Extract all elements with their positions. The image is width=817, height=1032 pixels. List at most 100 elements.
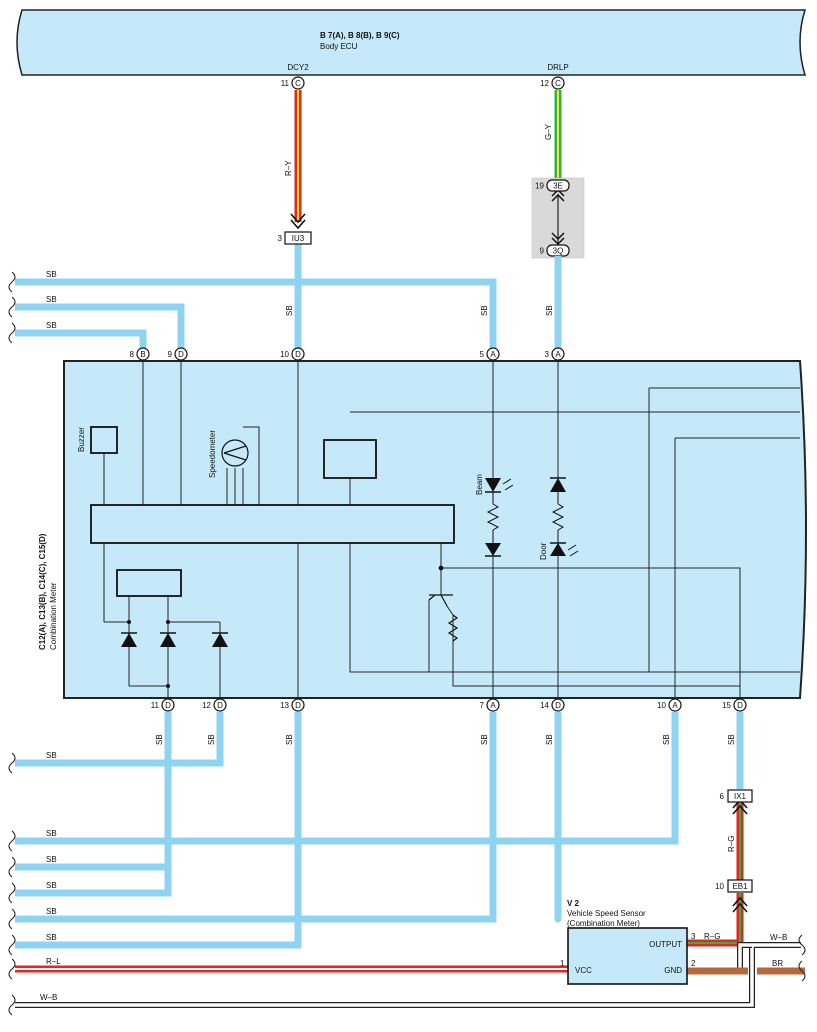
diode-icon xyxy=(212,633,228,647)
wire-label-rg: R–G xyxy=(704,932,720,941)
svg-text:SB: SB xyxy=(285,734,294,745)
svg-text:SB: SB xyxy=(46,907,57,916)
pin-marker: C 12 xyxy=(540,76,565,90)
svg-text:SB: SB xyxy=(46,829,57,838)
pin-marker: D 11 xyxy=(151,698,175,712)
junction-iu3: IU3 3 xyxy=(278,231,312,245)
svg-text:6: 6 xyxy=(720,792,725,801)
connector-3e-3q: 3E 19 3Q 9 xyxy=(531,177,585,259)
body-ecu-name: Body ECU xyxy=(320,42,358,51)
sensor-pin-vcc: 1 xyxy=(560,959,565,968)
svg-text:C: C xyxy=(555,79,561,88)
pin-marker: B 8 xyxy=(130,347,150,361)
beam-label: Beam xyxy=(475,474,484,495)
svg-text:D: D xyxy=(295,701,301,710)
pin-marker: A 7 xyxy=(480,698,500,712)
door-label: Door xyxy=(539,542,548,560)
svg-text:SB: SB xyxy=(207,734,216,745)
svg-text:7: 7 xyxy=(480,701,485,710)
meter-name: Combination Meter xyxy=(49,582,58,650)
svg-text:A: A xyxy=(490,350,496,359)
meter-module-box xyxy=(323,439,377,479)
wire-wb: W–B W–B xyxy=(15,933,801,1008)
svg-text:3: 3 xyxy=(545,350,550,359)
speedometer-label: Speedometer xyxy=(208,430,217,478)
svg-text:A: A xyxy=(490,701,496,710)
svg-text:10: 10 xyxy=(715,882,724,891)
door-led-icon xyxy=(550,477,579,557)
svg-text:SB: SB xyxy=(155,734,164,745)
wire-gy: G–Y xyxy=(544,90,562,180)
top-sb-labels: SB SB SB SB SB SB xyxy=(46,270,554,330)
ecu-signal-drlp: DRLP xyxy=(547,63,568,72)
svg-text:D: D xyxy=(178,350,184,359)
wire-ry: R–Y xyxy=(284,90,306,230)
svg-text:SB: SB xyxy=(46,855,57,864)
sensor-box xyxy=(567,927,688,985)
svg-text:3Q: 3Q xyxy=(553,247,564,256)
svg-text:SB: SB xyxy=(480,305,489,316)
svg-text:IX1: IX1 xyxy=(734,792,747,801)
wire-label-wb-bottom: W–B xyxy=(40,993,57,1002)
svg-text:12: 12 xyxy=(202,701,211,710)
pin-marker: C 11 xyxy=(281,76,305,90)
svg-text:SB: SB xyxy=(46,751,57,760)
svg-text:D: D xyxy=(295,350,301,359)
svg-text:3E: 3E xyxy=(553,182,563,191)
wire-label-gy: G–Y xyxy=(544,123,553,140)
svg-text:SB: SB xyxy=(727,734,736,745)
svg-text:3: 3 xyxy=(278,234,283,243)
bottom-left-wire-ends xyxy=(8,752,16,1016)
meter-title: C12(A), C13(B), C14(C), C15(D) xyxy=(38,533,47,650)
meter-ic-bar xyxy=(90,504,455,544)
svg-text:9: 9 xyxy=(168,350,173,359)
wire-label-rl: R–L xyxy=(46,957,61,966)
junction-ix1: IX1 6 xyxy=(720,789,753,803)
svg-text:SB: SB xyxy=(46,270,57,279)
diode-icon xyxy=(160,633,176,647)
speedometer-icon xyxy=(221,439,249,467)
svg-text:A: A xyxy=(672,701,678,710)
pin-marker: A 3 xyxy=(545,347,565,361)
ecu-pins: C 11 C 12 xyxy=(281,76,565,90)
pin-marker: D 9 xyxy=(168,347,188,361)
diode-icon xyxy=(121,633,137,647)
pin-marker: D 12 xyxy=(202,698,227,712)
sensor-output-label: OUTPUT xyxy=(649,940,682,949)
wire-label-rg-vertical: R–G xyxy=(727,836,736,852)
sensor-pin-output: 3 xyxy=(691,932,696,941)
buzzer-box xyxy=(90,426,118,454)
buzzer-label: Buzzer xyxy=(77,427,86,452)
wire-label-ry: R–Y xyxy=(284,160,293,176)
wire-br: BR xyxy=(687,934,806,982)
bottom-sb-labels: SB SB SB SB SB SB SB SB SB SB SB SB SB xyxy=(46,734,736,942)
pin-marker: A 5 xyxy=(480,347,500,361)
svg-text:C: C xyxy=(295,79,301,88)
svg-text:D: D xyxy=(737,701,743,710)
junction-3e xyxy=(546,179,570,192)
svg-text:SB: SB xyxy=(46,933,57,942)
body-ecu: B 7(A), B 8(B), B 9(C) Body ECU DCY2 DRL… xyxy=(16,9,807,76)
left-wire-ends xyxy=(8,271,16,344)
beam-led-icon xyxy=(485,478,514,557)
svg-text:15: 15 xyxy=(722,701,731,710)
sensor-pin-gnd: 2 xyxy=(691,959,696,968)
bottom-sb-wires xyxy=(15,712,744,949)
transistor-icon xyxy=(428,565,459,642)
sensor-sub: (Combination Meter) xyxy=(567,919,640,928)
wire-label-wb-right: W–B xyxy=(770,933,787,942)
svg-text:8: 8 xyxy=(130,350,135,359)
wire-rg: R–G R–G xyxy=(687,798,748,947)
svg-text:10: 10 xyxy=(657,701,666,710)
svg-text:D: D xyxy=(555,701,561,710)
junction-eb1: EB1 10 xyxy=(715,879,753,893)
svg-text:13: 13 xyxy=(280,701,289,710)
svg-text:SB: SB xyxy=(46,321,57,330)
svg-text:B: B xyxy=(140,350,145,359)
body-ecu-title: B 7(A), B 8(B), B 9(C) xyxy=(320,31,400,40)
sensor-name: Vehicle Speed Sensor xyxy=(567,909,646,918)
wire-label-br: BR xyxy=(772,959,783,968)
svg-text:11: 11 xyxy=(151,701,160,710)
top-sb-wires xyxy=(15,244,562,348)
